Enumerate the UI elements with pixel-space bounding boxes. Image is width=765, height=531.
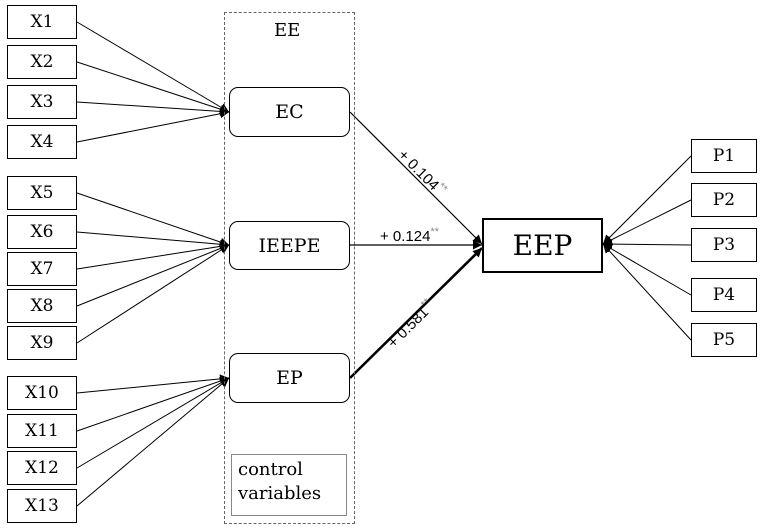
p3-box: P3 (691, 228, 757, 262)
x8-box: X8 (7, 289, 77, 323)
p2-box: P2 (691, 183, 757, 217)
x3-box: X3 (7, 85, 77, 119)
arrow-p2-eep (602, 199, 692, 245)
p1-box: P1 (691, 139, 757, 173)
control-label-line1: control (238, 459, 303, 480)
arrow-x7-ieepe (76, 241, 230, 270)
eep-box: EEP (482, 218, 603, 273)
arrow-ec-eep (349, 111, 483, 245)
coef-ieepe-eep: + 0.124** (380, 226, 439, 245)
x10-box: X10 (7, 376, 77, 410)
arrow-x4-ec (76, 109, 230, 143)
x7-box: X7 (7, 252, 77, 286)
x4-box: X4 (7, 125, 77, 159)
arrow-x8-ieepe (76, 244, 230, 307)
arrow-x6-ieepe (76, 231, 230, 249)
arrow-x5-ieepe (76, 192, 230, 247)
arrow-ep-eep (349, 247, 483, 379)
arrow-x3-ec (76, 101, 230, 116)
arrow-p4-eep (602, 243, 692, 296)
arrow-x2-ec (76, 61, 230, 114)
arrow-p3-eep (602, 239, 692, 249)
p5-box: P5 (691, 323, 757, 357)
arrow-x11-ep (76, 376, 230, 432)
p4-box: P4 (691, 278, 757, 312)
x6-box: X6 (7, 215, 77, 249)
arrow-p1-eep (602, 155, 692, 245)
coef-ieepe-value: + 0.124 (380, 228, 431, 245)
ieepe-box: IEEPE (229, 221, 350, 270)
arrow-p5-eep (602, 243, 692, 341)
coef-ieepe-stars: ** (430, 226, 440, 238)
x13-box: X13 (7, 489, 77, 523)
arrow-x10-ep (76, 374, 230, 394)
x2-box: X2 (7, 45, 77, 79)
ee-group-label: EE (274, 20, 301, 41)
x11-box: X11 (7, 414, 77, 448)
ep-box: EP (229, 353, 350, 403)
x1-box: X1 (7, 5, 77, 39)
x9-box: X9 (7, 326, 77, 360)
arrow-x9-ieepe (76, 244, 230, 344)
x5-box: X5 (7, 176, 77, 210)
x12-box: X12 (7, 451, 77, 485)
ec-box: EC (229, 87, 350, 137)
control-label-line2: variables (238, 483, 322, 504)
arrow-x1-ec (76, 21, 230, 113)
arrow-x13-ep (76, 377, 230, 507)
ee-group-border (224, 12, 355, 524)
arrow-x12-ep (76, 377, 230, 469)
control-variables-box: control variables (231, 454, 347, 516)
